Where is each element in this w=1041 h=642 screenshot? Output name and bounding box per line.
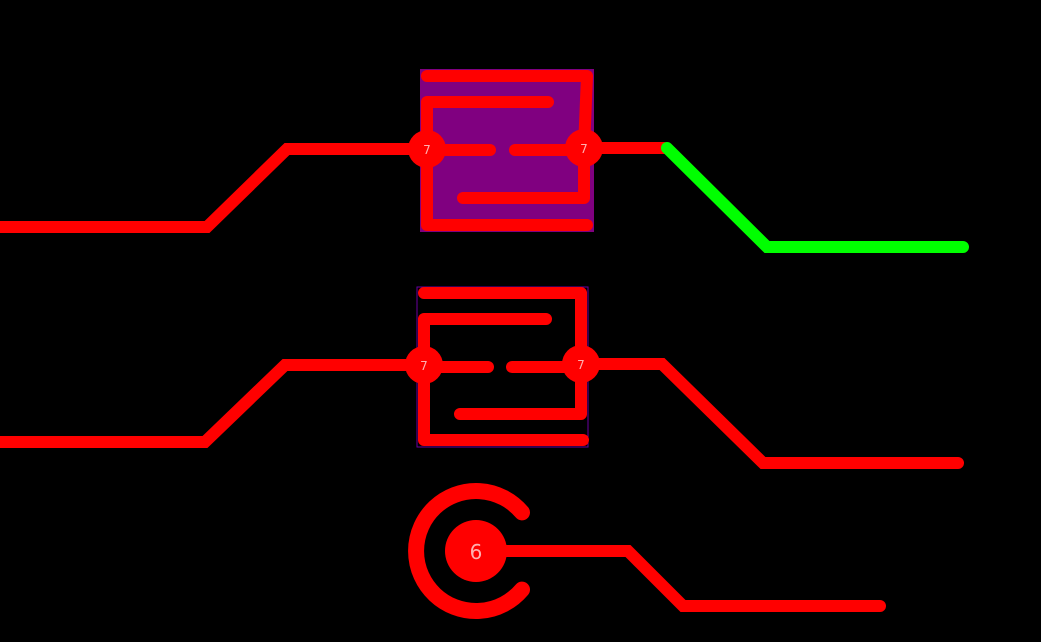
pad-number-label: 7 <box>423 143 431 157</box>
ring-pad-center[interactable] <box>445 520 507 582</box>
pad-number-label: 7 <box>420 359 428 373</box>
pad-c1-1[interactable] <box>408 130 446 168</box>
trace-3[interactable] <box>470 545 886 612</box>
trace-1-right-green[interactable] <box>661 142 969 253</box>
trace-1-left[interactable] <box>0 143 433 233</box>
trace-layer <box>0 142 969 612</box>
trace-2-left[interactable] <box>0 359 430 448</box>
pad-number-label: 7 <box>577 358 585 372</box>
trace-2-right[interactable] <box>575 358 964 469</box>
pad-number-label: 7 <box>580 142 588 156</box>
pad-c1-2[interactable] <box>565 129 603 167</box>
ring-pad-6[interactable]: 6 <box>408 483 530 619</box>
pad-c2-2[interactable] <box>562 345 600 383</box>
pad-layer[interactable]: 7 7 7 7 <box>405 129 603 384</box>
ring-pad-label: 6 <box>470 540 483 564</box>
pad-c2-1[interactable] <box>405 346 443 384</box>
ring-arc[interactable] <box>408 483 530 619</box>
